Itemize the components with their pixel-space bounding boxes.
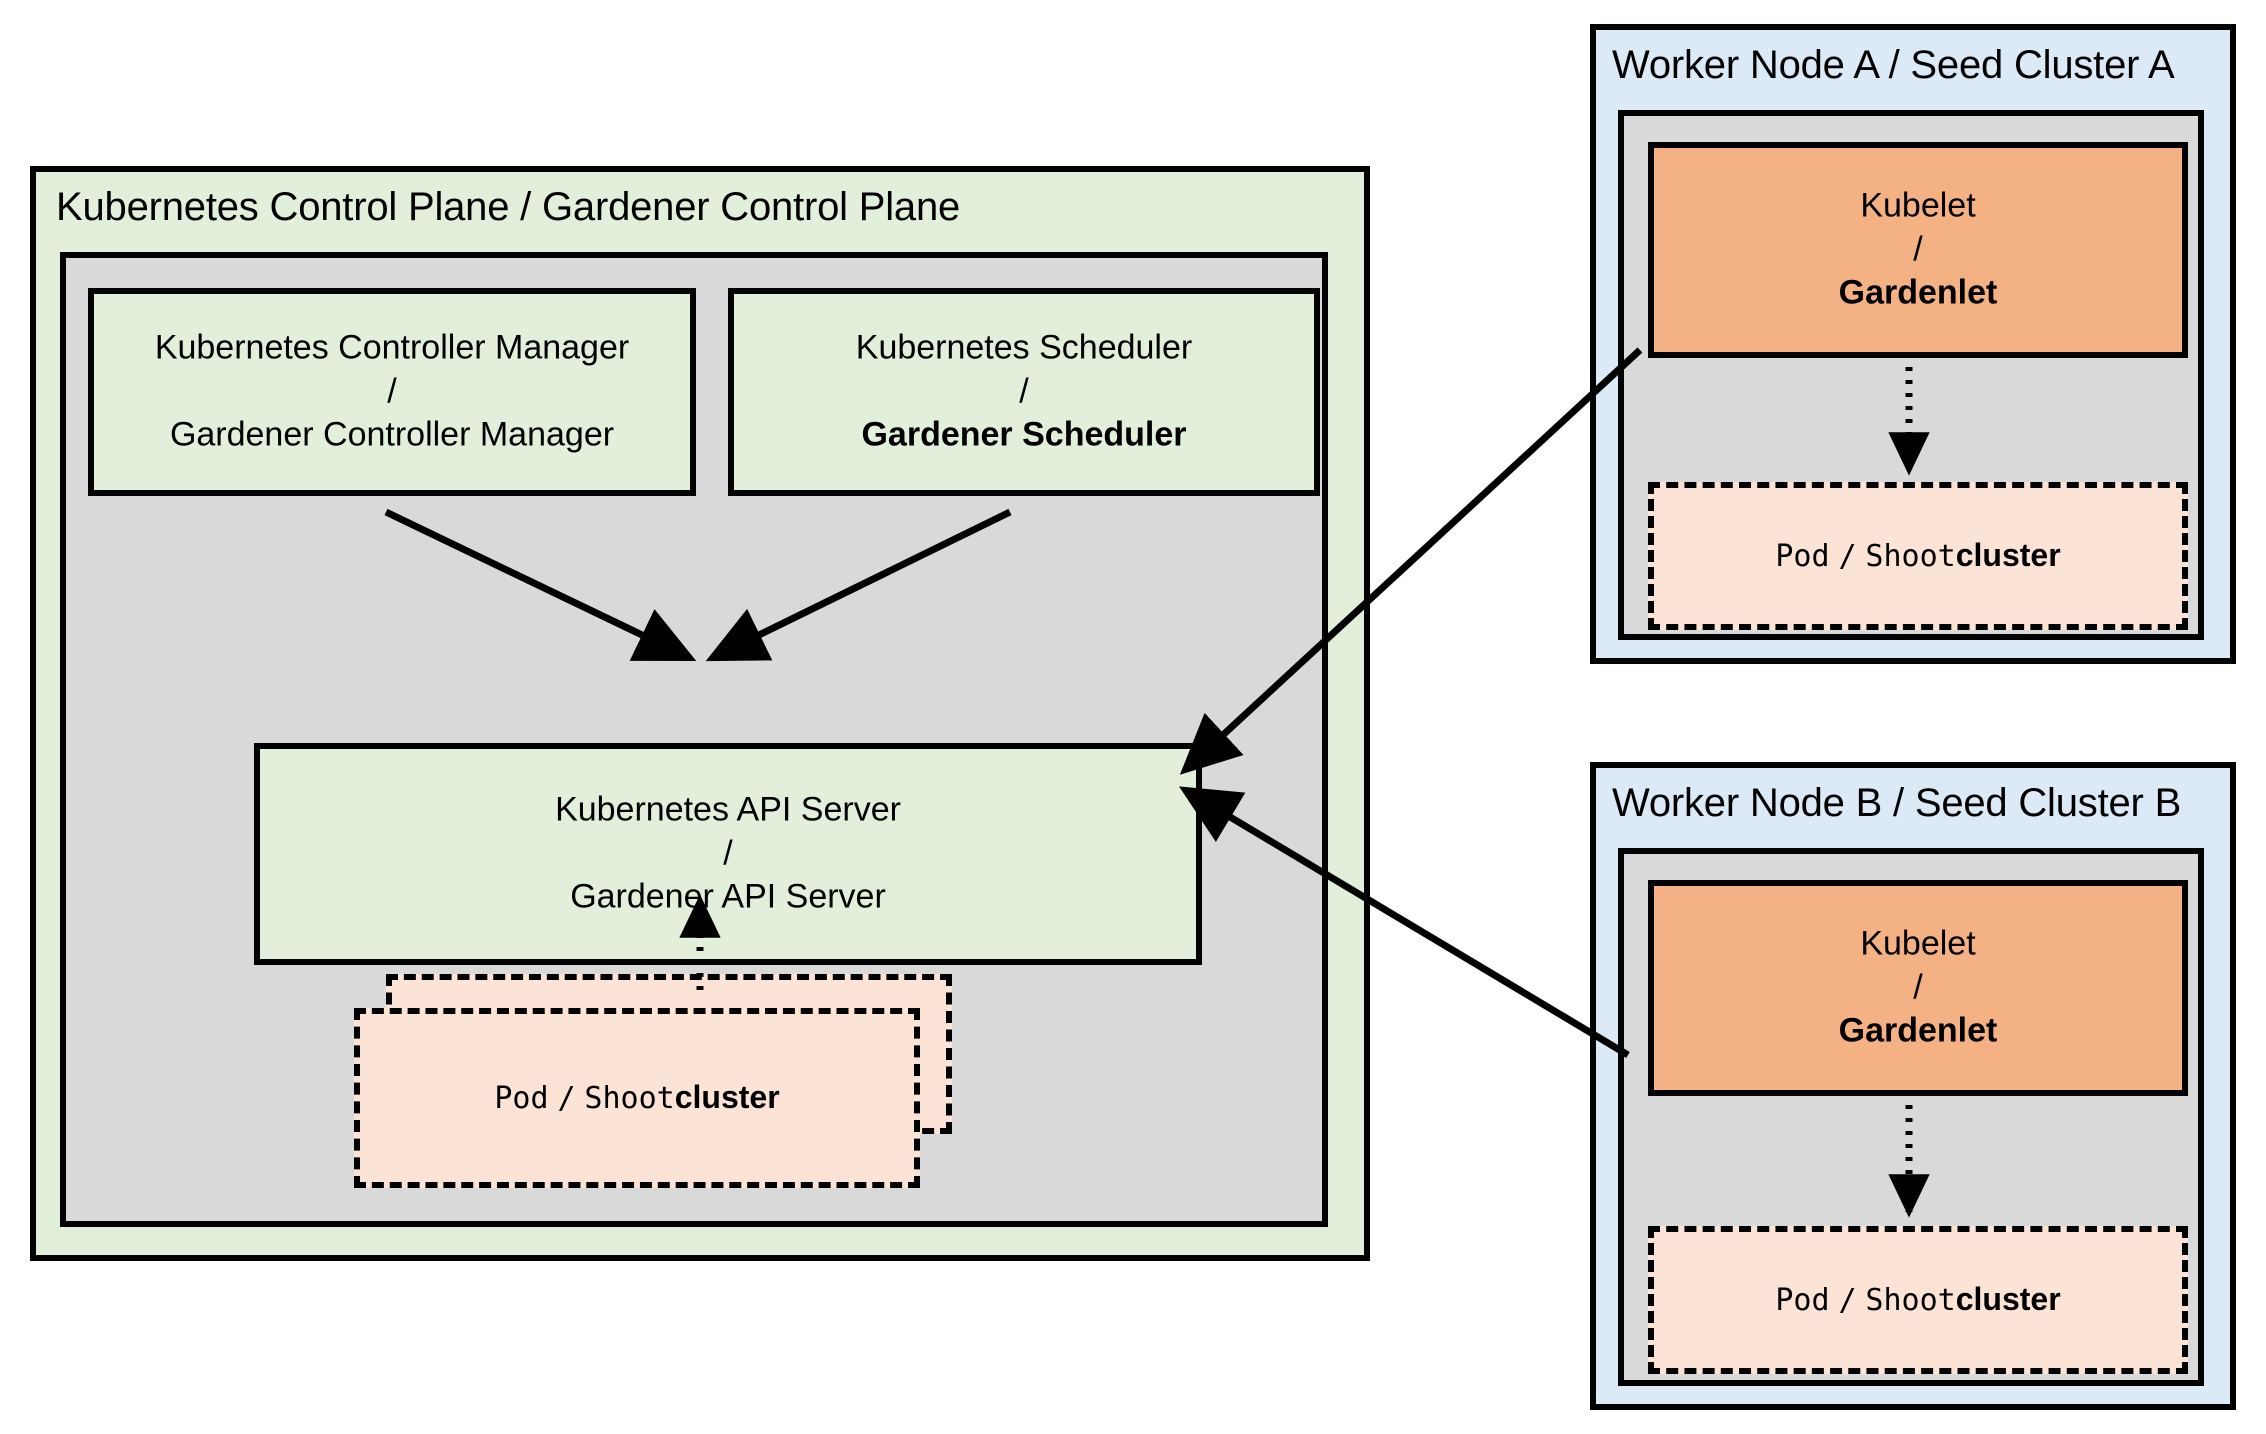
scheduler-label: Kubernetes Scheduler / Gardener Schedule… [734,327,1314,458]
worker-node-a-inner-region: Kubelet / Gardenlet Pod / Shootcluster [1618,110,2204,640]
worker-b-kubelet-line1: Kubelet [1860,924,1976,963]
scheduler-line1: Kubernetes Scheduler [855,328,1193,367]
pod-line2-shoot: Shoot [584,1081,675,1117]
worker-a-kubelet-line1: Kubelet [1860,186,1976,225]
worker-a-kubelet-label: Kubelet / Gardenlet [1654,185,2182,316]
worker-b-pod-line2: Shootcluster [1865,1281,2061,1319]
pod-line2: Shootcluster [584,1079,780,1117]
worker-node-a-kubelet-box[interactable]: Kubelet / Gardenlet [1648,142,2188,358]
control-plane-pod-label: Pod / Shootcluster [360,1077,914,1119]
worker-b-kubelet-label: Kubelet / Gardenlet [1654,923,2182,1054]
control-plane-title: Kubernetes Control Plane / Gardener Cont… [56,185,961,229]
api-server-line2: Gardener API Server [570,877,886,916]
control-plane-panel: Kubernetes Control Plane / Gardener Cont… [30,166,1370,1261]
control-plane-pod[interactable]: Pod / Shootcluster [354,1008,920,1188]
scheduler-line2: Gardener Scheduler [861,415,1187,454]
worker-node-a-panel: Worker Node A / Seed Cluster A Kubelet /… [1590,24,2236,664]
worker-a-pod-line1: Pod [1775,539,1830,575]
worker-a-kubelet-line2: Gardenlet [1838,273,1998,312]
worker-b-pod-shoot: Shoot [1865,1283,1956,1319]
worker-b-pod-label: Pod / Shootcluster [1654,1279,2182,1321]
worker-a-pod-shoot: Shoot [1865,539,1956,575]
scheduler-separator: / [1019,372,1029,411]
pod-line1: Pod [494,1081,549,1117]
controller-manager-separator: / [387,372,397,411]
worker-node-b-pod[interactable]: Pod / Shootcluster [1648,1226,2188,1374]
worker-node-a-title: Worker Node A / Seed Cluster A [1612,43,2175,87]
worker-b-kubelet-separator: / [1913,968,1923,1007]
worker-b-pod-line1: Pod [1775,1283,1830,1319]
worker-node-b-panel: Worker Node B / Seed Cluster B Kubelet /… [1590,762,2236,1410]
worker-a-pod-label: Pod / Shootcluster [1654,535,2182,577]
controller-manager-line1: Kubernetes Controller Manager [154,328,630,367]
pod-line2-cluster: cluster [674,1079,780,1116]
worker-a-pod-line2: Shootcluster [1865,537,2061,575]
worker-b-kubelet-line2: Gardenlet [1838,1011,1998,1050]
worker-node-b-kubelet-box[interactable]: Kubelet / Gardenlet [1648,880,2188,1096]
worker-node-b-title: Worker Node B / Seed Cluster B [1612,781,2182,825]
kubernetes-api-server-box[interactable]: Kubernetes API Server / Gardener API Ser… [254,743,1202,965]
controller-manager-line2: Gardener Controller Manager [169,415,615,454]
controller-manager-label: Kubernetes Controller Manager / Gardener… [94,327,690,458]
worker-a-kubelet-separator: / [1913,230,1923,269]
pod-separator: / [557,1081,576,1117]
api-server-label: Kubernetes API Server / Gardener API Ser… [260,789,1196,920]
api-server-line1: Kubernetes API Server [555,790,901,829]
worker-b-pod-separator: / [1838,1283,1857,1319]
worker-node-b-inner-region: Kubelet / Gardenlet Pod / Shootcluster [1618,848,2204,1386]
worker-a-pod-separator: / [1838,539,1857,575]
worker-node-a-pod[interactable]: Pod / Shootcluster [1648,482,2188,630]
control-plane-inner-region: Kubernetes Controller Manager / Gardener… [60,252,1328,1227]
kubernetes-scheduler-box[interactable]: Kubernetes Scheduler / Gardener Schedule… [728,288,1320,496]
api-server-separator: / [723,834,733,873]
worker-b-pod-cluster: cluster [1955,1281,2061,1318]
worker-a-pod-cluster: cluster [1955,537,2061,574]
kubernetes-controller-manager-box[interactable]: Kubernetes Controller Manager / Gardener… [88,288,696,496]
